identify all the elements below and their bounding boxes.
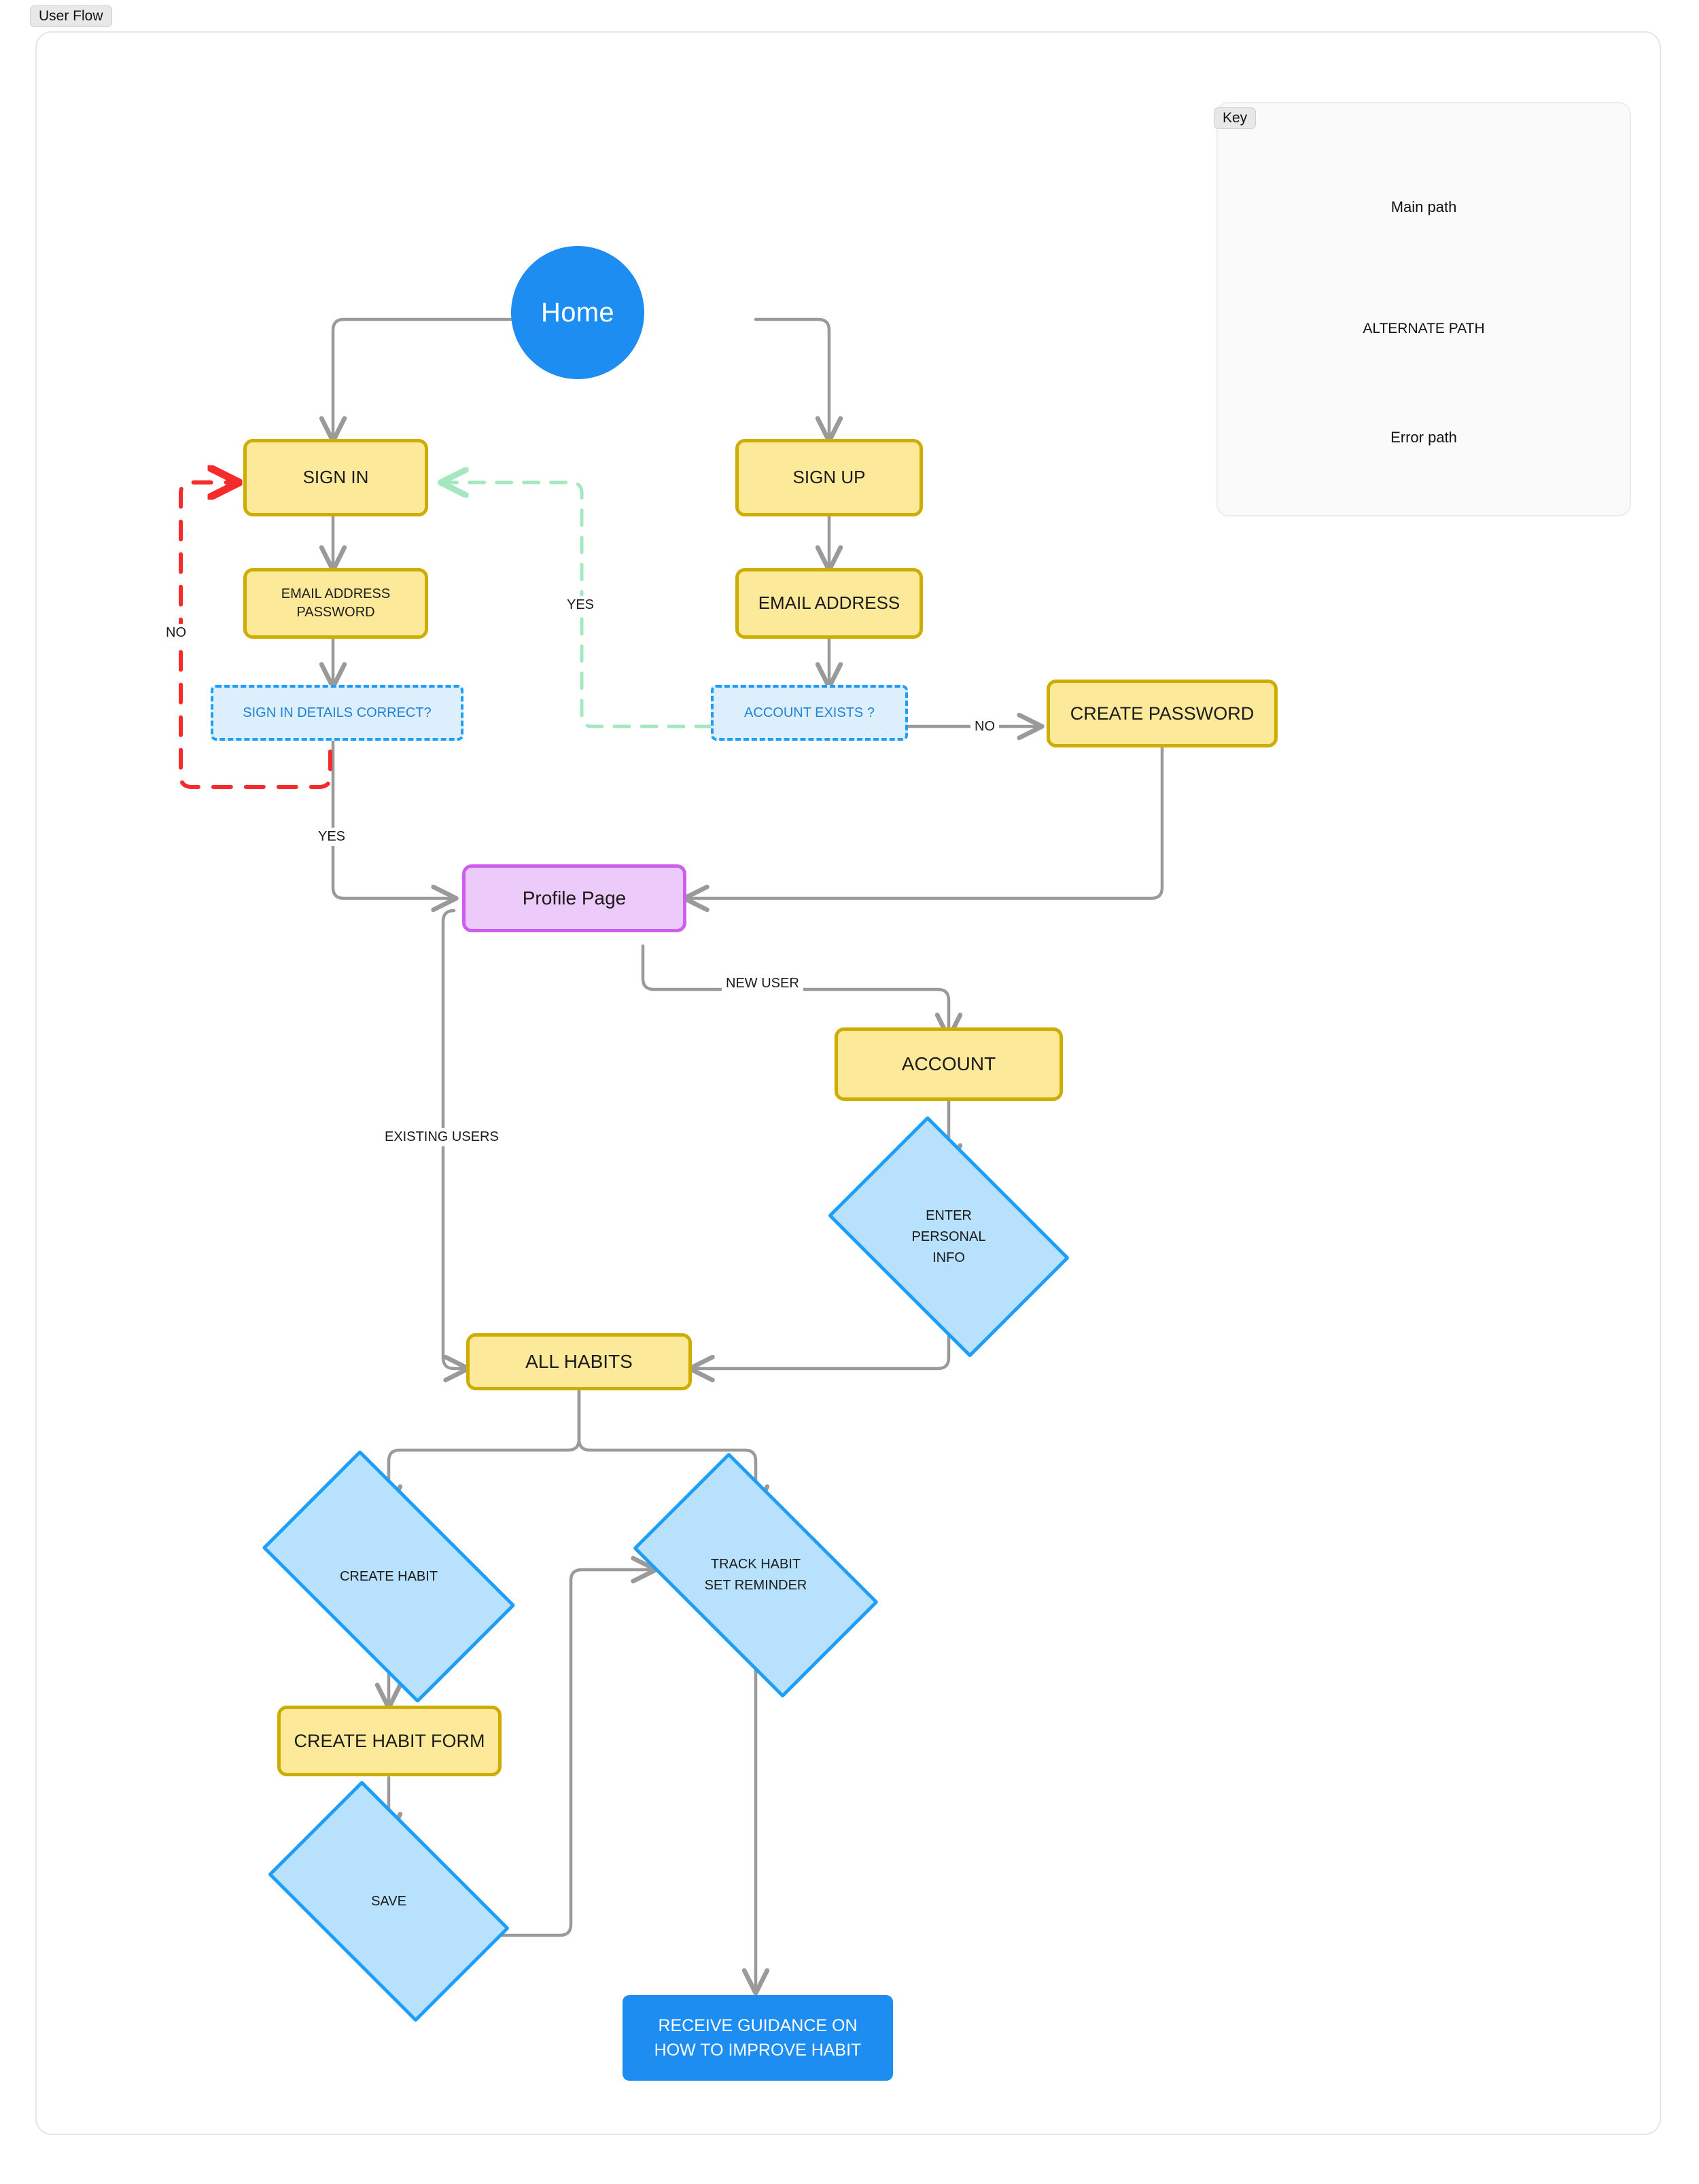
node-create-habit-form[interactable]: CREATE HABIT FORM	[277, 1706, 502, 1776]
key-item-error-path: Error path	[1216, 423, 1631, 453]
receive-guidance-line-1: RECEIVE GUIDANCE ON	[658, 2015, 858, 2035]
edge-label-existing-users: EXISTING USERS	[381, 1128, 503, 1146]
track-habit-line-1: TRACK HABIT	[710, 1557, 801, 1572]
edge-label-error-no: NO	[162, 624, 190, 642]
node-track-habit[interactable]: TRACK HABIT SET REMINDER	[632, 1451, 879, 1699]
node-create-password-label: CREATE PASSWORD	[1070, 703, 1255, 724]
node-save[interactable]: SAVE	[267, 1780, 510, 2023]
node-account-exists-label: ACCOUNT EXISTS ?	[744, 705, 875, 720]
node-sign-in-fields-email: EMAIL ADDRESS	[281, 586, 391, 601]
node-all-habits-label: ALL HABITS	[525, 1351, 633, 1373]
receive-guidance-line-2: HOW TO IMPROVE HABIT	[654, 2041, 862, 2060]
node-sign-in-fields-password: PASSWORD	[296, 605, 375, 620]
node-home[interactable]: Home	[511, 246, 644, 379]
node-sign-in-details-correct[interactable]: SIGN IN DETAILS CORRECT?	[211, 685, 463, 741]
node-enter-personal-info[interactable]: ENTER PERSONAL INFO	[827, 1115, 1070, 1358]
key-item-alternate-path: ALTERNATE PATH	[1216, 314, 1631, 344]
edge-label-account-no: NO	[970, 718, 999, 736]
node-sign-up[interactable]: SIGN UP	[735, 439, 923, 516]
enter-personal-info-line-3: INFO	[932, 1250, 965, 1265]
edge-label-signin-yes: YES	[314, 828, 350, 846]
node-profile-page[interactable]: Profile Page	[462, 864, 686, 932]
node-sign-in-details-correct-label: SIGN IN DETAILS CORRECT?	[243, 705, 432, 720]
key-label-error-path: Error path	[1390, 429, 1457, 446]
node-sign-in[interactable]: SIGN IN	[243, 439, 428, 516]
node-sign-in-fields[interactable]: EMAIL ADDRESS PASSWORD	[243, 568, 428, 639]
node-create-habit-form-label: CREATE HABIT FORM	[294, 1730, 485, 1751]
key-item-main-path: Main path	[1216, 192, 1631, 222]
node-account[interactable]: ACCOUNT	[835, 1027, 1063, 1101]
edge-label-new-user: NEW USER	[722, 974, 803, 993]
enter-personal-info-line-1: ENTER	[926, 1208, 972, 1223]
key-panel	[1216, 102, 1631, 516]
key-label-main-path: Main path	[1390, 198, 1457, 215]
node-save-text: SAVE	[371, 1893, 406, 1909]
node-create-habit-text: CREATE HABIT	[339, 1568, 438, 1584]
frame-title: User Flow	[30, 5, 112, 27]
edge-label-alternate-yes: YES	[563, 596, 599, 614]
node-enter-personal-info-text: ENTER PERSONAL INFO	[912, 1205, 986, 1269]
node-home-label: Home	[541, 297, 614, 328]
node-receive-guidance[interactable]: RECEIVE GUIDANCE ON HOW TO IMPROVE HABIT	[623, 1995, 893, 2081]
node-create-password[interactable]: CREATE PASSWORD	[1047, 680, 1278, 747]
track-habit-line-2: SET REMINDER	[704, 1578, 807, 1593]
node-profile-page-label: Profile Page	[522, 887, 627, 909]
node-all-habits[interactable]: ALL HABITS	[466, 1333, 692, 1390]
node-track-habit-text: TRACK HABIT SET REMINDER	[705, 1554, 807, 1596]
node-account-text: ACCOUNT	[901, 1053, 996, 1075]
key-panel-title: Key	[1214, 107, 1257, 129]
node-sign-up-fields-label: EMAIL ADDRESS	[758, 593, 900, 614]
node-sign-up-fields[interactable]: EMAIL ADDRESS	[735, 568, 923, 639]
node-create-habit[interactable]: CREATE HABIT	[262, 1449, 516, 1704]
enter-personal-info-line-2: PERSONAL	[911, 1229, 986, 1244]
node-account-exists[interactable]: ACCOUNT EXISTS ?	[711, 685, 908, 741]
node-sign-up-label: SIGN UP	[792, 467, 866, 488]
node-sign-in-label: SIGN IN	[302, 467, 369, 488]
key-label-alternate-path: ALTERNATE PATH	[1363, 321, 1485, 336]
